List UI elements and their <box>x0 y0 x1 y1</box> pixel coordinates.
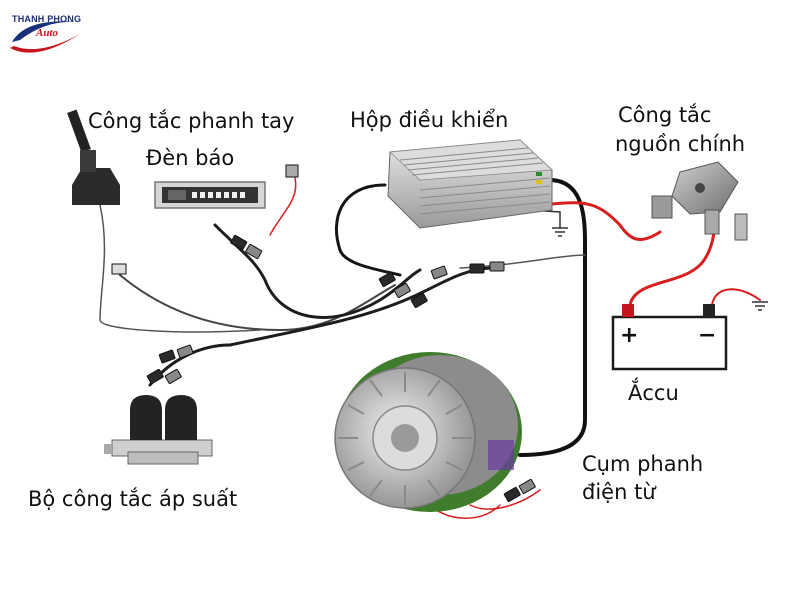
hand-brake-switch-label: Công tắc phanh tay <box>88 109 295 133</box>
brand-logo <box>6 12 86 62</box>
electromagnetic-brake-label-2: điện từ <box>582 480 656 504</box>
controller-box-label: Hộp điều khiển <box>350 108 509 132</box>
battery-label: Ắccu <box>628 381 679 405</box>
electromagnetic-brake-label-1: Cụm phanh <box>582 452 704 476</box>
logo-line2: Auto <box>36 27 59 39</box>
ground-symbol-icon <box>552 227 768 311</box>
logo-swoosh-icon <box>10 21 80 53</box>
pressure-switch-set-label: Bộ công tắc áp suất <box>28 487 238 511</box>
logo-line1: THANH PHONG <box>12 14 82 24</box>
wire-connectors <box>111 164 536 502</box>
main-power-switch-label-1: Công tắc <box>618 103 712 127</box>
pressure-switch-set <box>104 395 213 465</box>
indicator-lamp-label: Đèn báo <box>146 146 235 170</box>
battery-positive-label: + <box>620 323 638 348</box>
battery <box>611 304 728 371</box>
main-power-switch-label-2: nguồn chính <box>615 132 746 156</box>
electromagnetic-brake-unit <box>334 352 522 512</box>
main-power-switch <box>651 161 748 241</box>
battery-negative-label: − <box>698 323 716 348</box>
indicator-lamp <box>154 181 266 209</box>
hand-brake-lever <box>67 109 120 205</box>
controller-box <box>387 139 553 229</box>
